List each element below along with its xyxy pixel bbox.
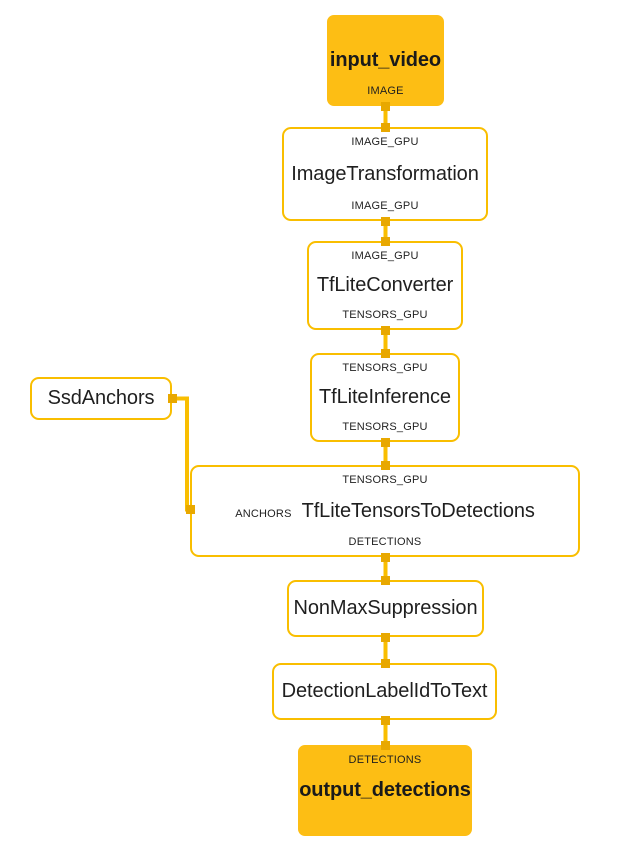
port-label-tensors-to-detections-out: DETECTIONS: [348, 536, 422, 548]
port-input-video-out[interactable]: [381, 102, 390, 111]
node-tflite-inference[interactable]: TENSORS_GPU TfLiteInference TENSORS_GPU: [310, 353, 460, 442]
edge-ssd-anchors-to-tensors-to-detections: [172, 396, 192, 512]
port-tensors-to-detections-in-anchors[interactable]: [186, 505, 195, 514]
port-output-detections-in[interactable]: [381, 741, 390, 750]
node-image-transformation-title: ImageTransformation: [291, 162, 479, 185]
port-detection-label-id-to-text-out[interactable]: [381, 716, 390, 725]
node-tflite-converter-title: TfLiteConverter: [316, 274, 454, 296]
node-non-max-suppression-title: NonMaxSuppression: [293, 597, 478, 619]
port-non-max-suppression-out[interactable]: [381, 633, 390, 642]
port-tflite-converter-in[interactable]: [381, 237, 390, 246]
node-detection-label-id-to-text[interactable]: DetectionLabelIdToText: [272, 663, 497, 720]
port-tensors-to-detections-out[interactable]: [381, 553, 390, 562]
port-label-image-transformation-in: IMAGE_GPU: [351, 136, 419, 148]
node-image-transformation[interactable]: IMAGE_GPU ImageTransformation IMAGE_GPU: [282, 127, 488, 221]
node-detection-label-id-to-text-title: DetectionLabelIdToText: [281, 680, 488, 702]
port-detection-label-id-to-text-in[interactable]: [381, 659, 390, 668]
port-label-tensors-to-detections-in-anchors: ANCHORS: [235, 507, 292, 520]
port-label-tensors-to-detections-in-tensors: TENSORS_GPU: [342, 474, 428, 486]
node-non-max-suppression[interactable]: NonMaxSuppression: [287, 580, 484, 637]
node-input-video[interactable]: input_video IMAGE: [327, 15, 444, 106]
node-tflite-tensors-to-detections-title: TfLiteTensorsToDetections: [301, 499, 535, 522]
port-label-tflite-inference-in: TENSORS_GPU: [342, 362, 428, 374]
port-label-input-video-out: IMAGE: [367, 85, 404, 97]
node-ssd-anchors[interactable]: SsdAnchors: [30, 377, 172, 420]
node-output-detections-title: output_detections: [299, 779, 471, 801]
node-output-detections[interactable]: DETECTIONS output_detections: [298, 745, 472, 836]
port-tensors-to-detections-in-tensors[interactable]: [381, 461, 390, 470]
port-tflite-converter-out[interactable]: [381, 326, 390, 335]
port-image-transformation-in[interactable]: [381, 123, 390, 132]
node-tflite-inference-title: TfLiteInference: [319, 386, 451, 408]
port-label-output-detections-in: DETECTIONS: [348, 754, 422, 766]
port-tflite-inference-in[interactable]: [381, 349, 390, 358]
port-label-tflite-converter-out: TENSORS_GPU: [342, 309, 428, 321]
port-non-max-suppression-in[interactable]: [381, 576, 390, 585]
node-tflite-converter[interactable]: IMAGE_GPU TfLiteConverter TENSORS_GPU: [307, 241, 463, 330]
port-label-image-transformation-out: IMAGE_GPU: [351, 200, 419, 212]
port-image-transformation-out[interactable]: [381, 217, 390, 226]
node-input-video-title: input_video: [329, 49, 442, 71]
port-label-tflite-converter-in: IMAGE_GPU: [351, 250, 419, 262]
port-label-tflite-inference-out: TENSORS_GPU: [342, 421, 428, 433]
node-tflite-tensors-to-detections-title-row: ANCHORS TfLiteTensorsToDetections: [235, 499, 535, 522]
node-tflite-tensors-to-detections[interactable]: TENSORS_GPU ANCHORS TfLiteTensorsToDetec…: [190, 465, 580, 557]
node-ssd-anchors-title: SsdAnchors: [47, 387, 155, 409]
port-ssd-anchors-out[interactable]: [168, 394, 177, 403]
port-tflite-inference-out[interactable]: [381, 438, 390, 447]
